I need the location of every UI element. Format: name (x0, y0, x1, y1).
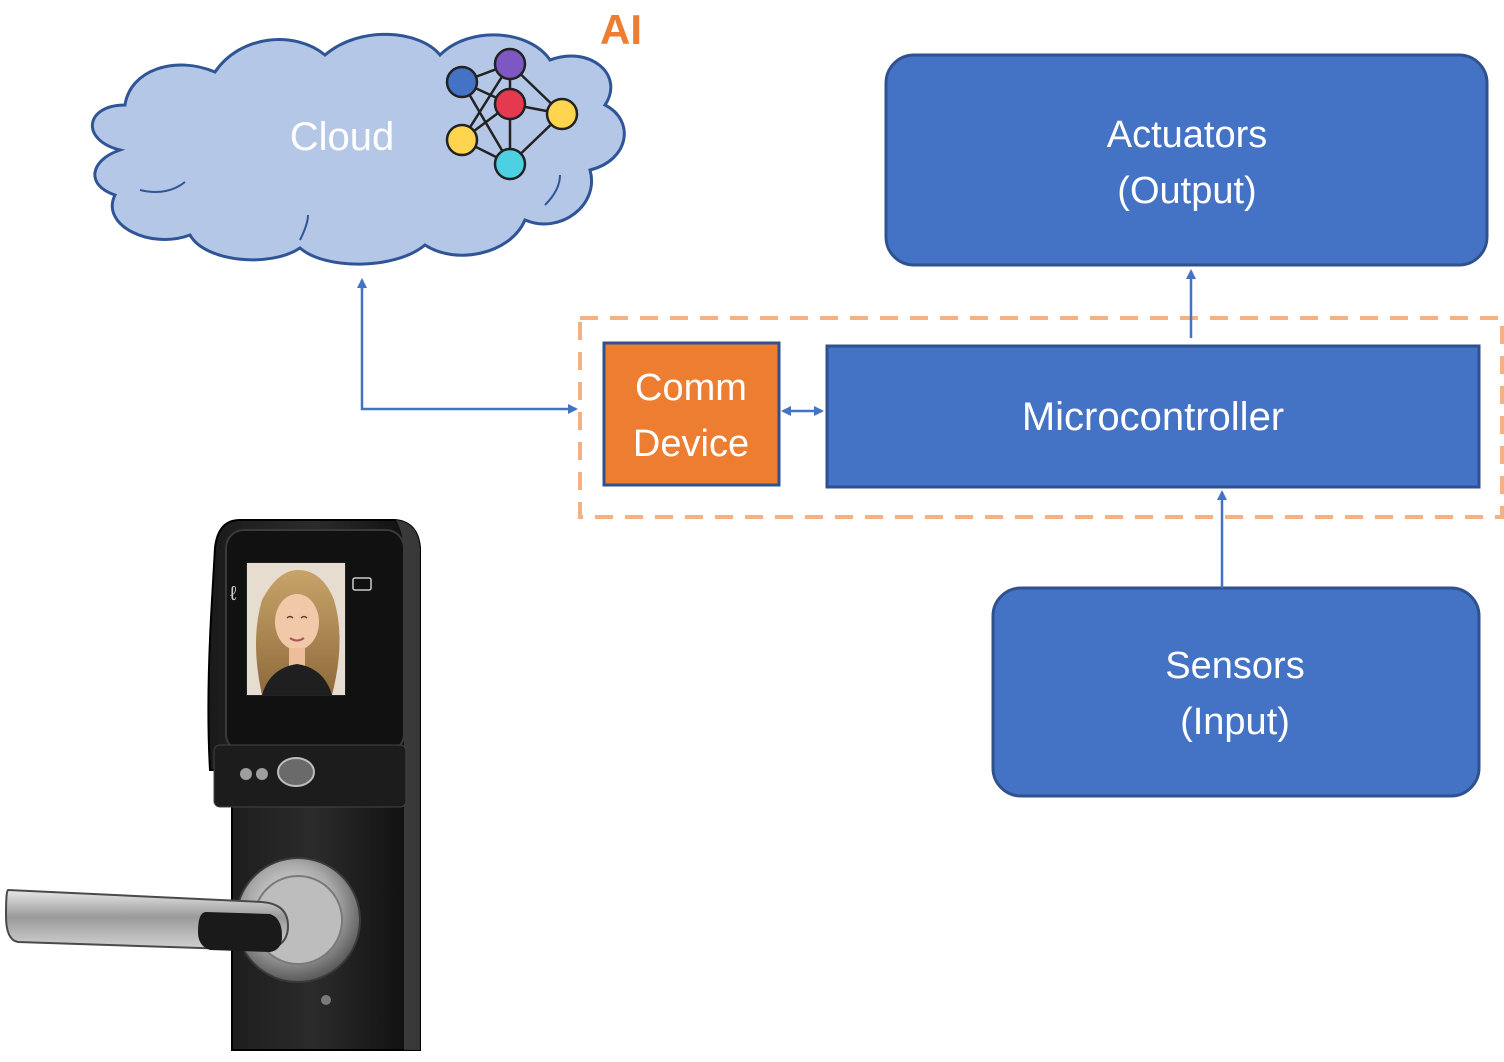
svg-text:ℓ: ℓ (230, 583, 237, 605)
sensors-box (991, 586, 1481, 798)
actuators-title: Actuators (1107, 114, 1268, 156)
neural-network-icon (445, 47, 579, 181)
actuators-box (884, 53, 1489, 267)
comm-device-box (602, 341, 781, 487)
smart-door-lock-photo: ℓ (4, 519, 421, 1051)
comm-device-line1: Comm (635, 367, 747, 409)
embedded-system-boundary (578, 316, 1504, 519)
sensors-title: Sensors (1165, 645, 1304, 687)
ai-label: AI (600, 6, 642, 53)
cloud-label: Cloud (290, 115, 395, 159)
microcontroller-label: Microcontroller (1022, 395, 1284, 439)
comm-device-line2: Device (633, 423, 749, 465)
arrow-cloud-comm-link (360, 284, 578, 414)
microcontroller-box (825, 344, 1481, 489)
sensors-subtitle: (Input) (1180, 701, 1290, 743)
actuators-subtitle: (Output) (1117, 170, 1256, 212)
